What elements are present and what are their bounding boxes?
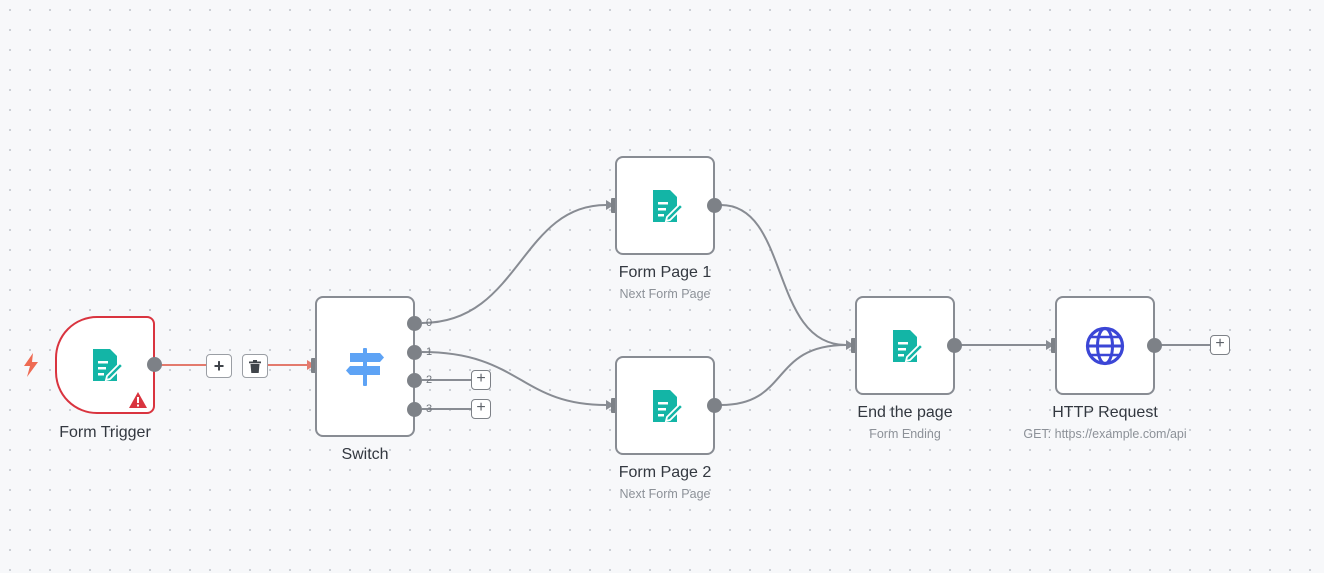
form-icon (93, 349, 124, 382)
output-handle[interactable] (147, 357, 162, 372)
form-icon (653, 189, 684, 222)
node-form-page-1[interactable] (615, 156, 715, 255)
node-subtitle: Next Form Page (619, 287, 711, 301)
form-icon (653, 389, 684, 422)
node-subtitle: Next Form Page (619, 487, 711, 501)
add-node-button[interactable]: + (471, 370, 491, 390)
node-form-page-2[interactable] (615, 356, 715, 455)
signpost-icon (346, 347, 384, 386)
node-form-trigger[interactable] (55, 316, 155, 414)
input-handle[interactable] (611, 198, 618, 213)
add-node-button[interactable]: + (1210, 335, 1230, 355)
trash-icon (249, 359, 261, 373)
output-handle-3[interactable] (407, 402, 422, 417)
node-label: Form Page 1 (618, 264, 712, 281)
output-handle-0[interactable] (407, 316, 422, 331)
output-label-3: 3 (426, 403, 433, 415)
plus-icon: + (213, 356, 225, 376)
edge-arrowhead (606, 200, 614, 210)
node-http-request[interactable] (1055, 296, 1155, 395)
add-node-button[interactable]: + (471, 399, 491, 419)
output-handle[interactable] (707, 398, 722, 413)
input-handle[interactable] (1051, 338, 1058, 353)
trigger-bolt-icon (24, 353, 38, 377)
node-subtitle: Form Ending (869, 427, 941, 441)
output-label-2: 2 (426, 374, 433, 386)
output-handle[interactable] (707, 198, 722, 213)
output-handle-2[interactable] (407, 373, 422, 388)
edge-add-button[interactable]: + (206, 354, 232, 378)
node-label: Form Page 2 (618, 464, 712, 481)
edge-form-page-2-to-end[interactable] (720, 344, 847, 406)
output-label-1: 1 (426, 346, 433, 358)
input-handle[interactable] (311, 358, 318, 373)
output-handle[interactable] (1147, 338, 1162, 353)
node-subtitle: GET: https://example.com/api (1023, 427, 1187, 441)
node-label: Form Trigger (59, 424, 151, 441)
globe-icon (1085, 326, 1125, 365)
node-label: End the page (857, 404, 953, 421)
edge-delete-button[interactable] (242, 354, 268, 378)
edge-arrowhead (1046, 340, 1054, 350)
output-handle-1[interactable] (407, 345, 422, 360)
edge-switch-0-to-form-page-1[interactable] (421, 204, 607, 324)
form-icon (893, 329, 924, 362)
input-handle[interactable] (851, 338, 858, 353)
warning-icon[interactable] (129, 392, 147, 408)
node-label: HTTP Request (1052, 404, 1158, 421)
edge-switch-1-to-form-page-2[interactable] (421, 351, 607, 406)
output-handle[interactable] (947, 338, 962, 353)
node-switch[interactable] (315, 296, 415, 437)
node-label: Switch (341, 446, 389, 463)
output-label-0: 0 (426, 317, 433, 329)
node-end-the-page[interactable] (855, 296, 955, 395)
edge-arrowhead (606, 400, 614, 410)
edge-form-page-1-to-end[interactable] (720, 204, 847, 346)
edge-arrowhead (846, 340, 854, 350)
input-handle[interactable] (611, 398, 618, 413)
